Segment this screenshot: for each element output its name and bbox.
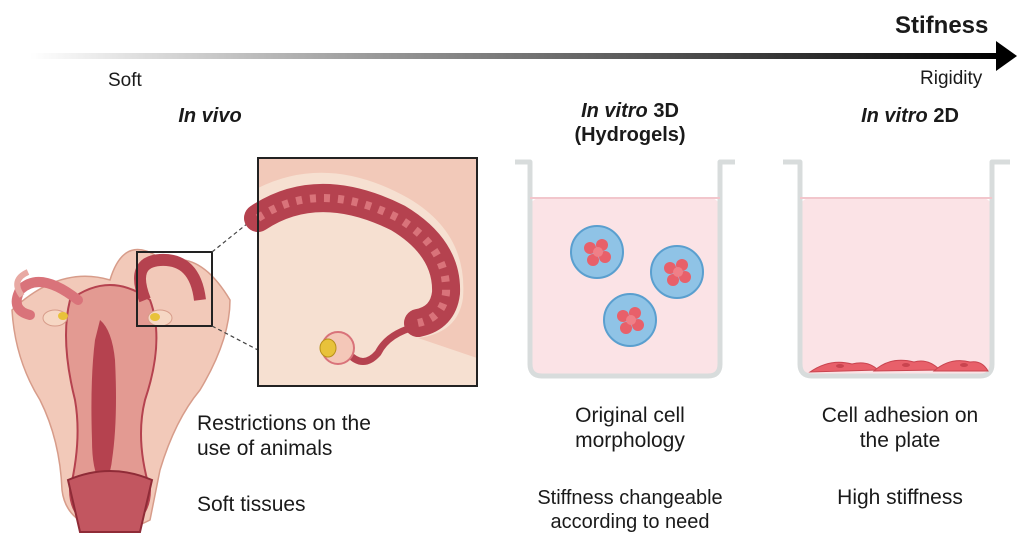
vitro-3d-note-stiffness: Stiffness changeable according to need [505,486,755,534]
zoomed-tube-inset [258,158,478,387]
well-2d-plate [778,150,1018,385]
vitro-2d-note-stiffness: High stiffness [790,485,1010,510]
in-vivo-note-soft-tissues: Soft tissues [197,492,306,517]
in-vivo-note-restrictions: Restrictions on the use of animals [197,411,371,461]
hydrogel-bead [571,226,623,278]
vitro-3d-note-morphology: Original cell morphology [520,403,740,453]
well-3d-hydrogels [510,150,740,385]
vitro-2d-note-adhesion: Cell adhesion on the plate [790,403,1010,453]
